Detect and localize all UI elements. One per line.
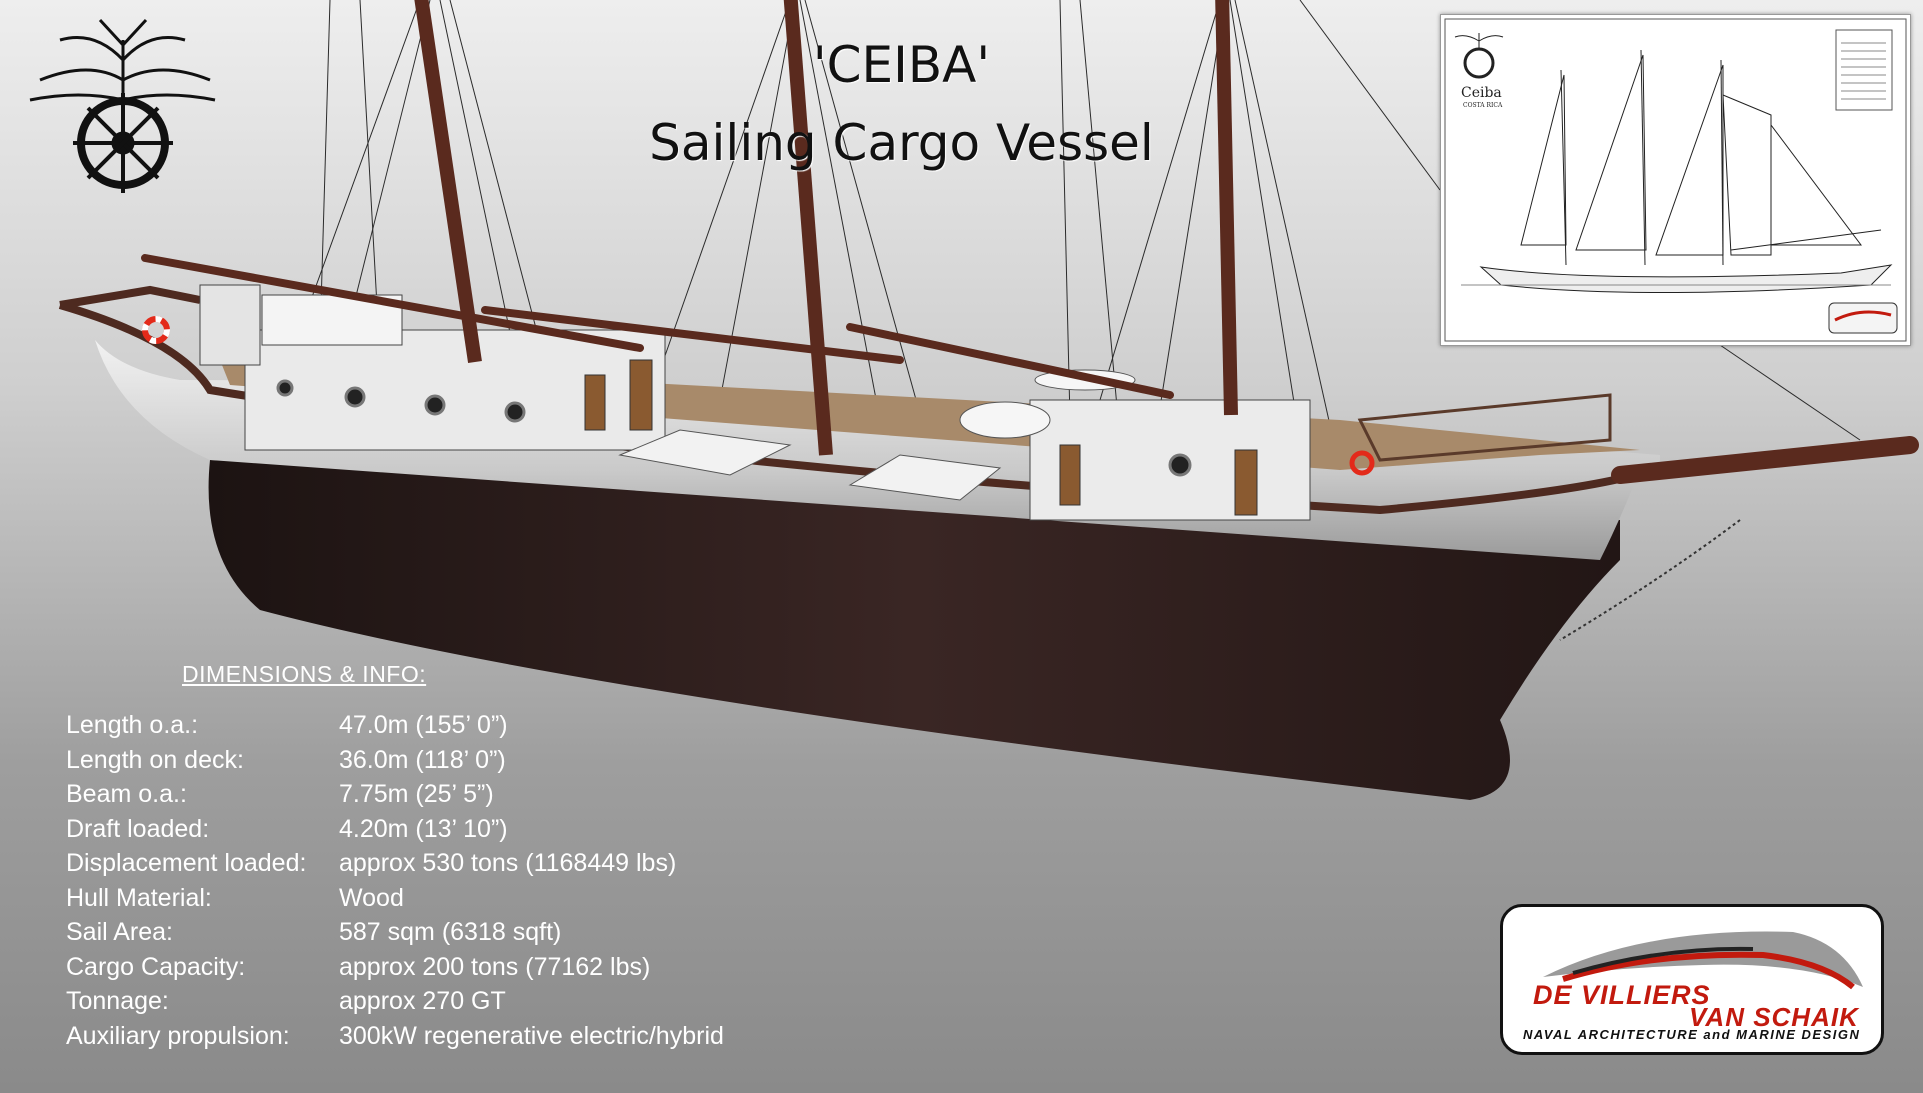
spec-value: Wood (339, 883, 404, 912)
spec-label: Displacement loaded: (66, 849, 307, 877)
bowsprit (1611, 436, 1919, 484)
spec-value: 300kW regenerative electric/hybrid (339, 1021, 724, 1050)
swoosh-logo-icon (1543, 931, 1863, 990)
plan-name: Ceiba (1461, 85, 1502, 101)
spec-row: Draft loaded: 4.20m (13’ 10”) (66, 815, 724, 850)
spec-label: Cargo Capacity: (66, 952, 246, 981)
spec-row: Beam o.a.: 7.75m (25’ 5”) (66, 780, 724, 815)
vessel-type: Sailing Cargo Vessel (649, 114, 1154, 172)
spec-label: Hull Material: (66, 883, 212, 912)
spec-value: approx 270 GT (339, 987, 506, 1015)
spec-row: Hull Material: Wood (66, 884, 724, 919)
info-heading: DIMENSIONS & INFO: (182, 661, 427, 687)
mizzen-boom (846, 323, 1174, 399)
vessel-name: 'CEIBA' (812, 36, 991, 94)
tree-wheel-logo-icon (29, 18, 216, 193)
spec-label: Auxiliary propulsion: (66, 1021, 290, 1050)
hull-lower (208, 460, 1621, 800)
fore-boom (481, 306, 904, 364)
spec-label: Length on deck: (66, 745, 244, 774)
sheer-rail (58, 301, 1652, 515)
spec-row: Cargo Capacity: approx 200 tons (77162 lb… (66, 953, 724, 988)
spec-value: 4.20m (13’ 10”) (339, 814, 508, 843)
spec-value: approx 530 tons (1168449 lbs) (339, 849, 677, 877)
cargo-hatch-aft (618, 429, 792, 476)
badge-tagline: NAVAL ARCHITECTURE and MARINE DESIGN (1523, 1027, 1861, 1042)
main-boom (141, 254, 644, 352)
specs-table: Length o.a.: 47.0m (155’ 0”) Length on de… (66, 711, 724, 1056)
designer-badge: DE VILLIERS VAN SCHAIK NAVAL ARCHITECTUR… (1500, 904, 1884, 1055)
spec-value: 587 sqm (6318 sqft) (339, 918, 562, 946)
spec-value: 36.0m (118’ 0”) (339, 745, 506, 774)
badge-name-line2: VAN SCHAIK (1689, 1002, 1859, 1032)
life-ring-icon (1349, 450, 1375, 476)
rigging (299, 0, 1861, 471)
spec-label: Sail Area: (66, 918, 174, 946)
sail-plan-drawing: Ceiba COSTA RICA (1444, 18, 1907, 342)
spec-label: Tonnage: (66, 987, 169, 1015)
life-ring-icon (142, 316, 170, 344)
spec-value: 7.75m (25’ 5”) (339, 780, 494, 808)
spec-label: Draft loaded: (66, 814, 210, 843)
mast-fore (1215, 0, 1238, 416)
mast-aft (414, 0, 482, 364)
spec-row: Tonnage: approx 270 GT (66, 987, 724, 1022)
spec-row: Auxiliary propulsion: 300kW regenerative … (66, 1022, 724, 1057)
mast-main (783, 0, 833, 456)
plan-subtitle: COSTA RICA (1463, 102, 1503, 109)
spec-row: Displacement loaded: approx 530 tons (116… (66, 849, 724, 884)
spec-row: Length o.a.: 47.0m (155’ 0”) (66, 711, 724, 746)
spec-label: Length o.a.: (66, 711, 199, 739)
cargo-hatch-fwd (848, 454, 1002, 501)
spec-value: approx 200 tons (77162 lbs) (339, 952, 651, 981)
spec-label: Beam o.a.: (66, 780, 187, 808)
sail-plan-inset: Ceiba COSTA RICA (1440, 14, 1911, 346)
spec-row: Sail Area: 587 sqm (6318 sqft) (66, 918, 724, 953)
badge-name-line1: DE VILLIERS (1533, 980, 1711, 1010)
spec-value: 47.0m (155’ 0”) (339, 711, 508, 739)
spec-row: Length on deck: 36.0m (118’ 0”) (66, 746, 724, 781)
